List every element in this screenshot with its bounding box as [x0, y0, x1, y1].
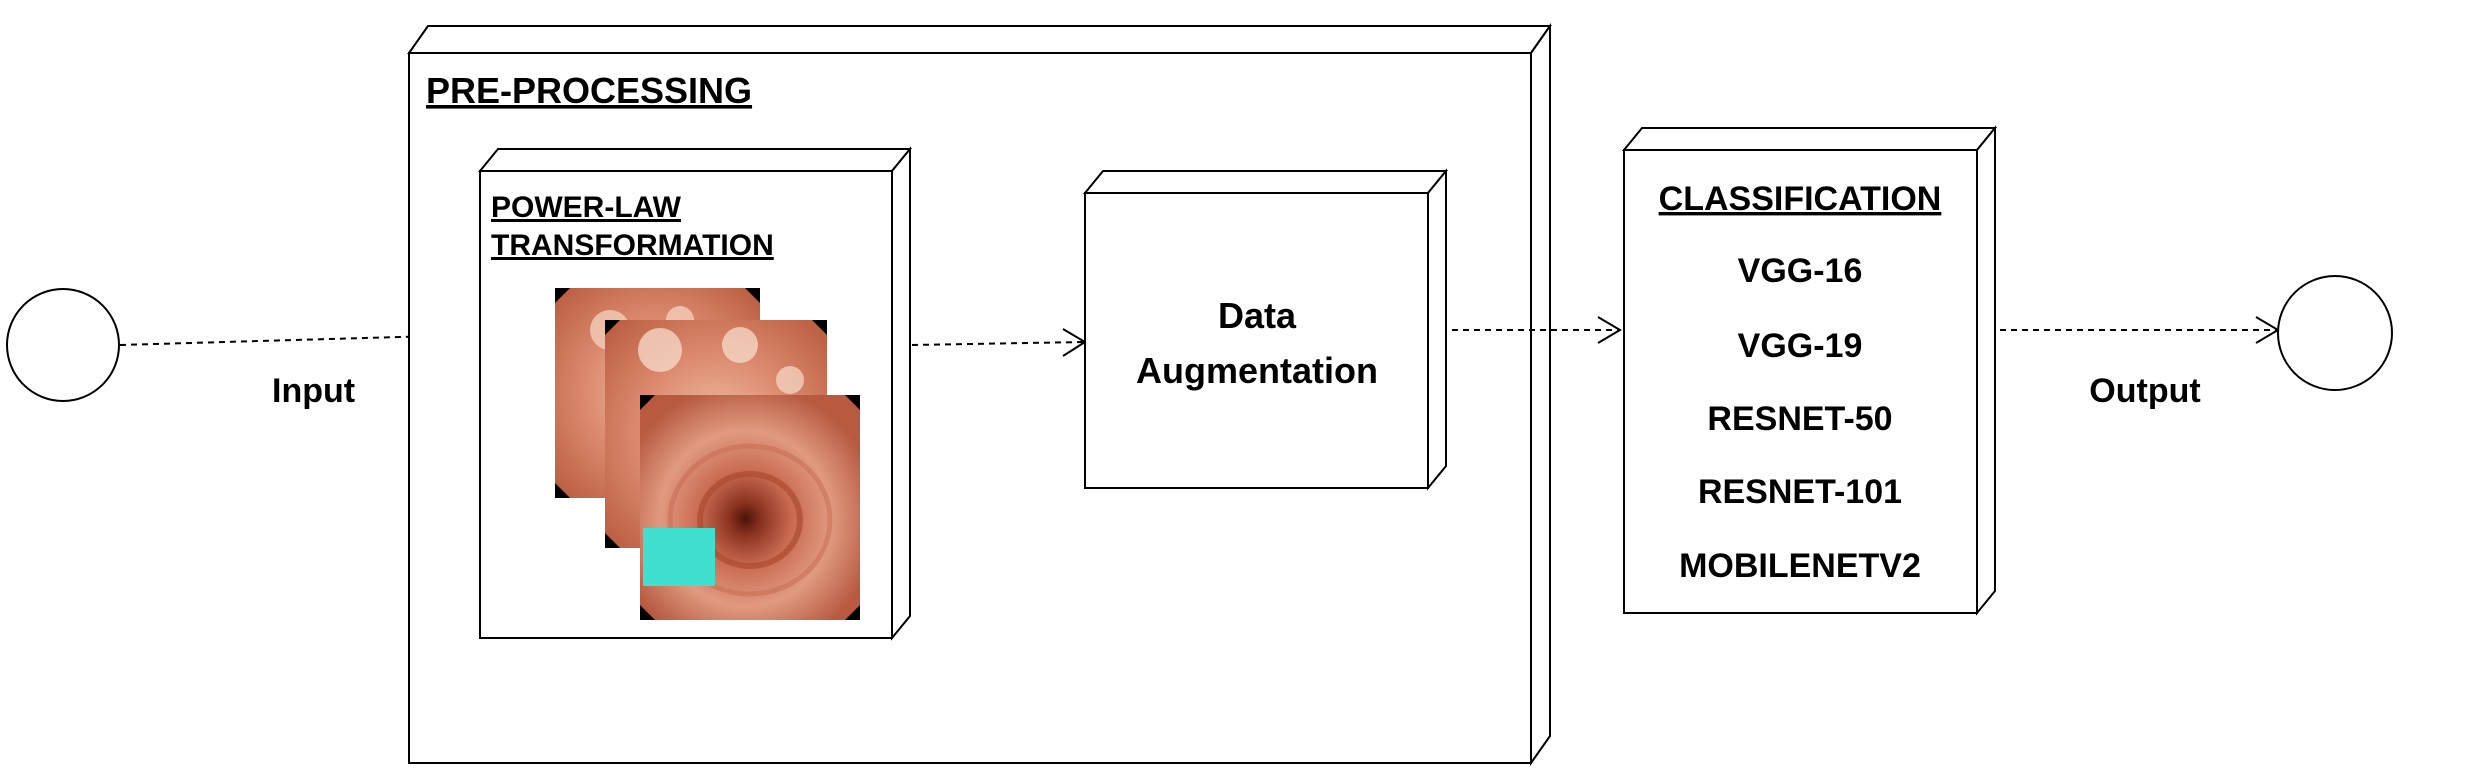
data-augmentation-label-line2: Augmentation: [1136, 350, 1378, 391]
input-node-circle: [6, 288, 120, 402]
classification-title: CLASSIFICATION: [1659, 180, 1942, 218]
data-augmentation-label-line1: Data: [1218, 295, 1297, 336]
endoscopy-image-stack: [555, 288, 860, 620]
model-vgg16: VGG-16: [1738, 252, 1863, 290]
data-augmentation-box: [1082, 168, 1449, 491]
endoscopy-image-front: [640, 395, 860, 620]
model-resnet50: RESNET-50: [1707, 400, 1892, 438]
preprocessing-title: PRE-PROCESSING: [426, 70, 752, 111]
model-vgg19: VGG-19: [1738, 327, 1863, 365]
arrow-classification-to-output: [2000, 316, 2280, 344]
model-resnet101: RESNET-101: [1698, 473, 1902, 511]
arrow-preprocessing-to-classification: [1452, 316, 1622, 344]
powerlaw-title-line2: TRANSFORMATION: [491, 229, 774, 262]
powerlaw-title-line1: POWER-LAW: [491, 191, 682, 224]
classification-box: [1621, 125, 1998, 616]
model-mobilenetv2: MOBILENETV2: [1679, 547, 1921, 585]
input-label: Input: [272, 372, 355, 410]
output-node-circle: [2277, 275, 2393, 391]
green-overlay-square: [643, 528, 715, 586]
output-label: Output: [2089, 372, 2200, 410]
